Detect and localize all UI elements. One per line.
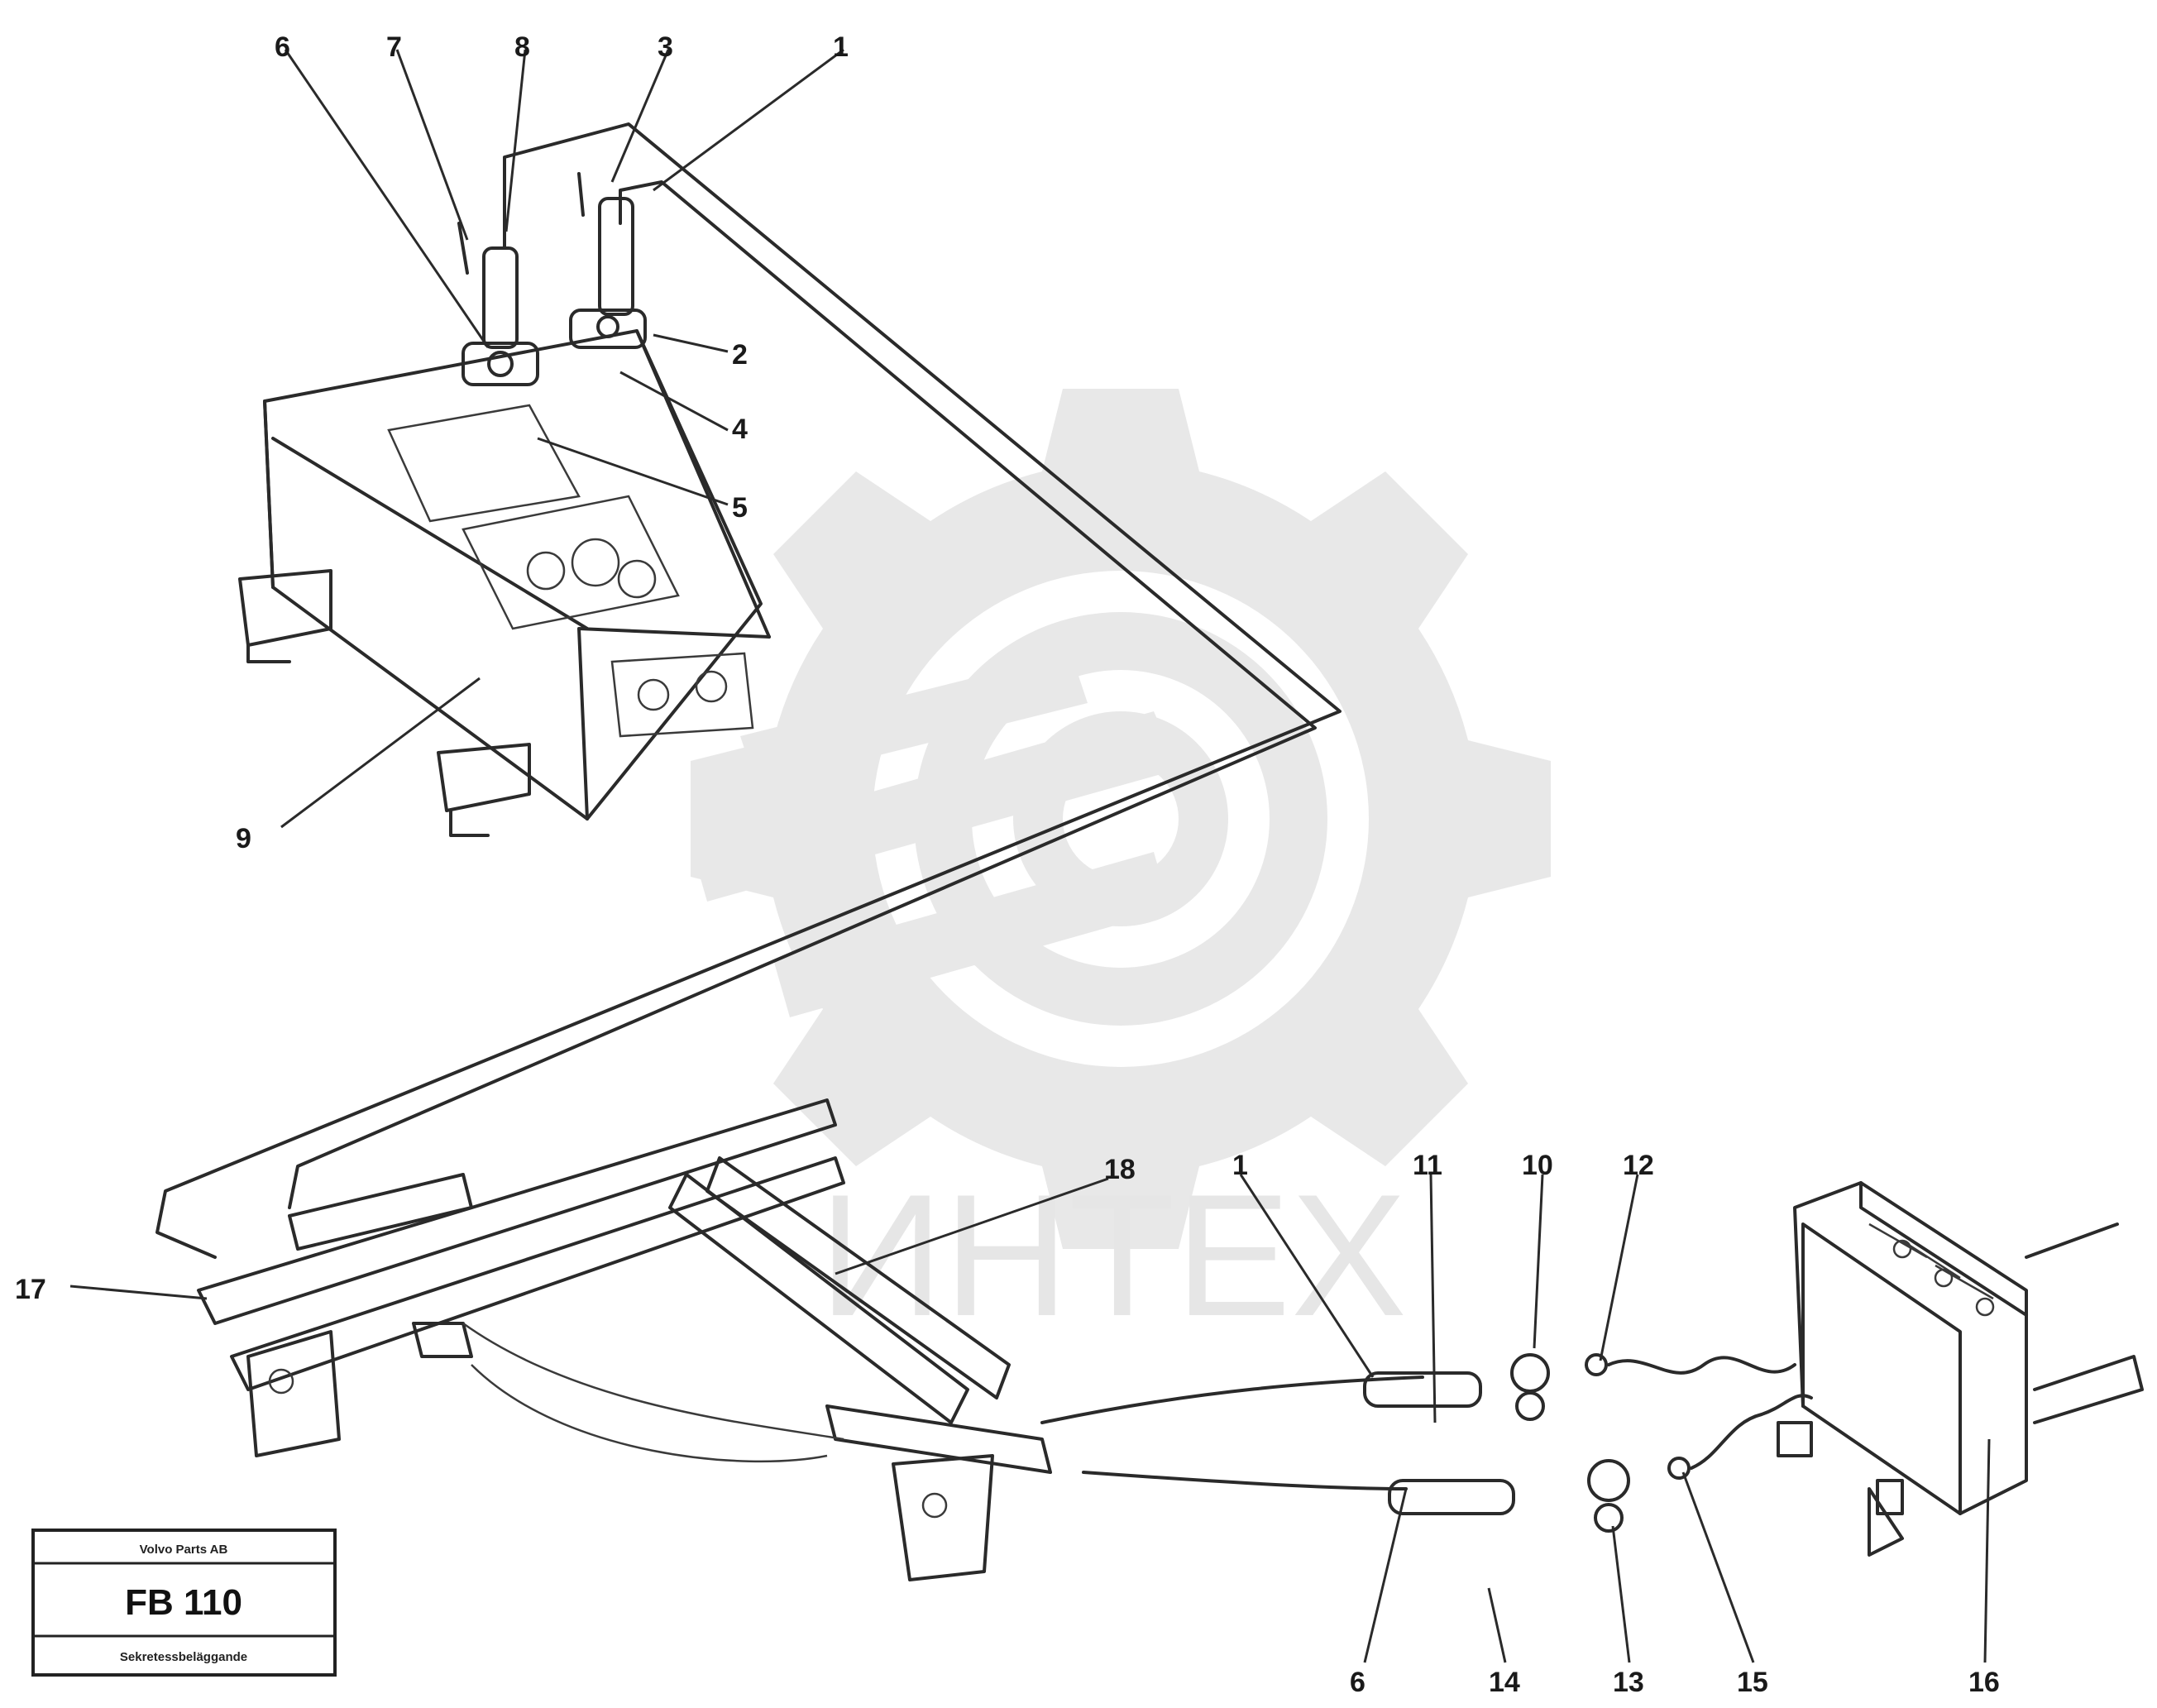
callout-14: 14 [1489,1667,1520,1698]
title-block-header: Volvo Parts AB [140,1543,228,1557]
watermark-logo: ИНТЕХ [691,389,1551,1352]
callout-6a: 6 [275,31,290,63]
callout-15: 15 [1737,1667,1768,1698]
hoses-right [462,1322,1813,1533]
fittings-upper [457,172,647,386]
callout-8: 8 [514,31,530,63]
callout-1a: 1 [833,31,849,63]
callout-7: 7 [386,31,402,63]
valve-block-lower [1777,1181,2144,1557]
callout-6b: 6 [1350,1667,1365,1698]
lower-crossmember [197,1098,1052,1581]
callout-12: 12 [1623,1150,1654,1181]
callout-1b: 1 [1232,1150,1248,1181]
callout-5: 5 [732,492,748,524]
callout-10: 10 [1522,1150,1553,1181]
callout-16: 16 [1968,1667,2000,1698]
callout-4: 4 [732,414,748,445]
hydraulic-pipes [155,122,1342,1259]
callout-18: 18 [1104,1154,1136,1185]
callout-11: 11 [1413,1150,1442,1181]
callout-17: 17 [15,1274,46,1305]
callout-2: 2 [732,339,748,371]
leader-lines [69,48,1991,1663]
callout-9: 9 [236,823,251,854]
callout-labels: 6 7 8 3 1 2 4 5 9 17 18 1 11 10 12 6 14 … [15,31,2000,1698]
callout-3a: 3 [658,31,673,63]
title-block: Volvo Parts AB FB 110 Sekretessbeläggand… [31,1529,337,1677]
watermark-text: ИНТЕХ [819,1158,1407,1352]
title-block-footer: Sekretessbeläggande [120,1650,247,1664]
title-block-code: FB 110 [125,1582,242,1623]
valve-block-upper [238,329,771,837]
callout-13: 13 [1613,1667,1644,1698]
